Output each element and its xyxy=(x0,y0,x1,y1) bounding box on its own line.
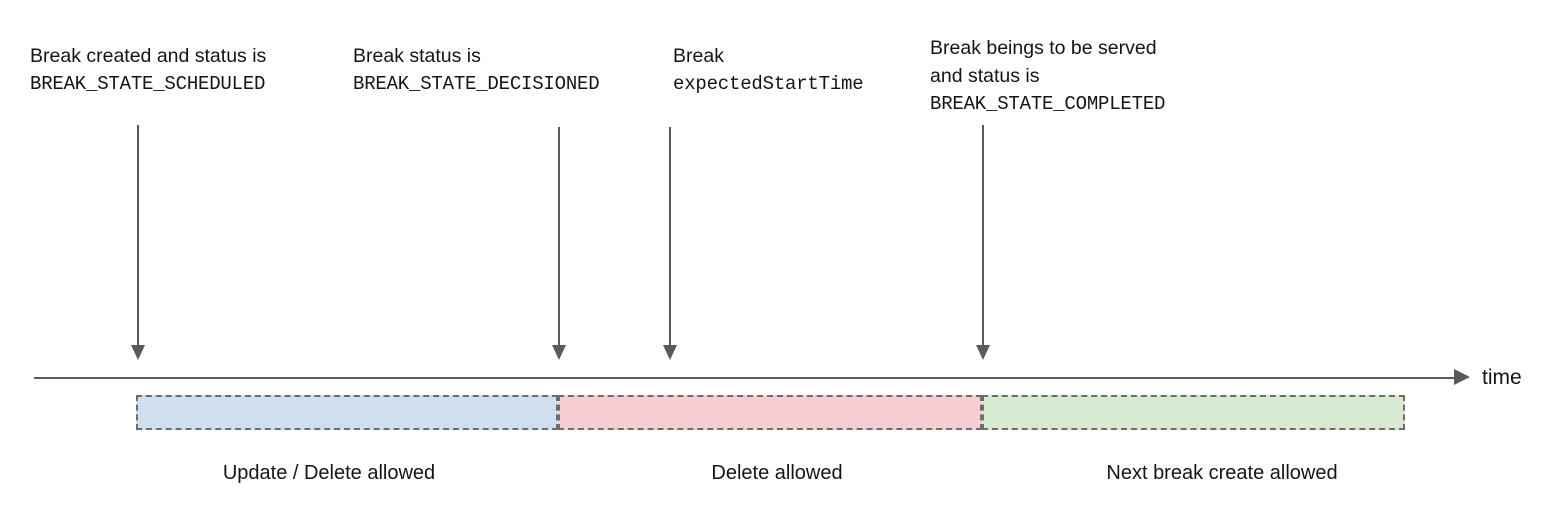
annotation-line: Break xyxy=(673,45,724,67)
arrow-head-icon xyxy=(131,345,145,360)
event-arrow-decisioned xyxy=(552,127,566,360)
event-arrow-expected-start-time xyxy=(663,127,677,360)
arrow-shaft xyxy=(982,125,984,346)
phase-bar-update-delete xyxy=(136,395,558,430)
annotation-scheduled: Break created and status is BREAK_STATE_S… xyxy=(30,42,266,98)
time-axis-label: time xyxy=(1482,366,1522,389)
annotation-line: Break status is xyxy=(353,45,481,67)
event-arrow-completed xyxy=(976,125,990,360)
arrow-shaft xyxy=(137,125,139,346)
annotation-line: BREAK_STATE_COMPLETED xyxy=(930,93,1166,115)
arrow-head-icon xyxy=(976,345,990,360)
phase-caption-next-break-create: Next break create allowed xyxy=(1106,462,1338,484)
annotation-completed: Break beings to be served and status is BR… xyxy=(930,34,1165,118)
annotation-expected-start-time: Break expectedStartTime xyxy=(673,42,864,98)
annotation-line: Break beings to be served xyxy=(930,37,1157,59)
arrow-shaft xyxy=(669,127,671,346)
time-axis-line xyxy=(34,377,1454,379)
arrow-shaft xyxy=(558,127,560,346)
event-arrow-scheduled xyxy=(131,125,145,360)
annotation-line: and status is xyxy=(930,65,1040,87)
annotation-line: expectedStartTime xyxy=(673,73,864,95)
annotation-line: Break created and status is xyxy=(30,45,267,67)
phase-bar-next-break-create xyxy=(982,395,1405,430)
annotation-decisioned: Break status is BREAK_STATE_DECISIONED xyxy=(353,42,600,98)
time-axis-arrow-icon xyxy=(1454,369,1470,385)
phase-bar-delete-only xyxy=(558,395,982,430)
arrow-head-icon xyxy=(663,345,677,360)
annotation-line: BREAK_STATE_DECISIONED xyxy=(353,73,600,95)
phase-caption-update-delete: Update / Delete allowed xyxy=(222,462,436,484)
annotation-line: BREAK_STATE_SCHEDULED xyxy=(30,73,266,95)
phase-caption-delete-only: Delete allowed xyxy=(711,462,843,484)
arrow-head-icon xyxy=(552,345,566,360)
